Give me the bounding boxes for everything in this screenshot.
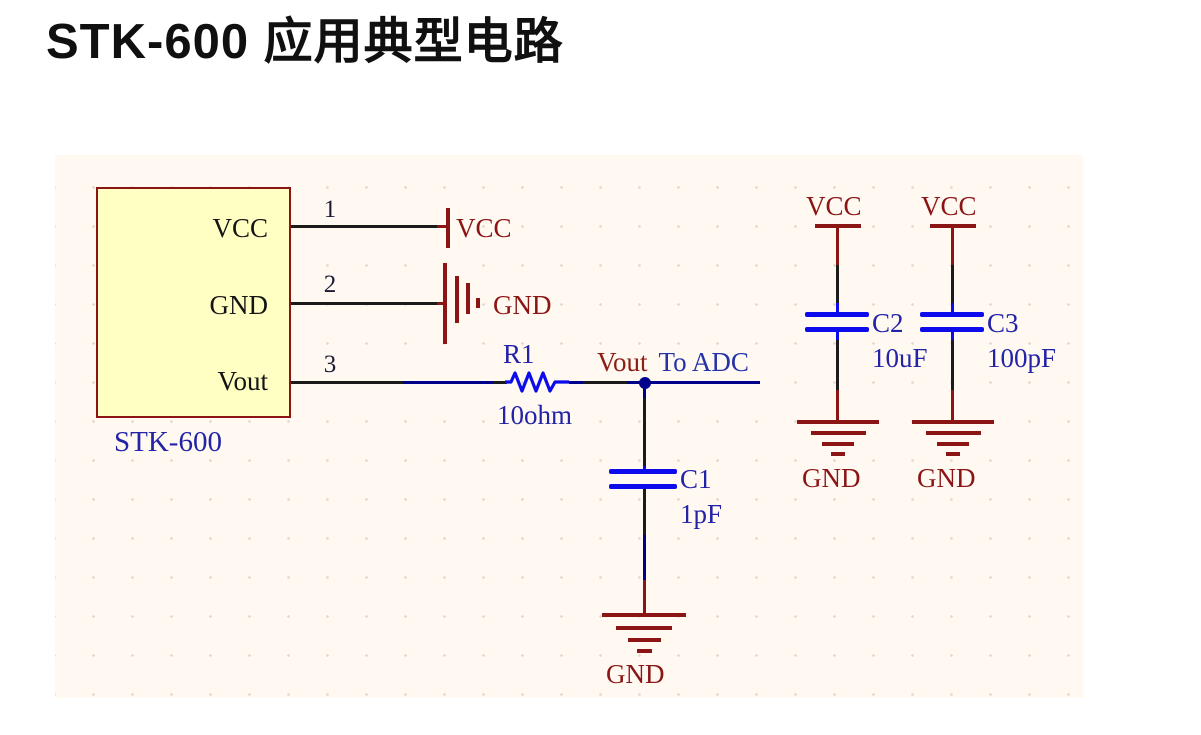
wire-segment (951, 303, 954, 313)
ic-designator: STK-600 (114, 426, 222, 458)
wire-segment (437, 302, 445, 305)
c1-value: 1pF (680, 499, 723, 529)
wire-segment (643, 489, 646, 535)
wire-segment (836, 390, 839, 421)
earth-ground-icon (637, 649, 652, 653)
c2-gnd-label: GND (802, 463, 861, 493)
wire-segment (643, 383, 646, 398)
capacitor-plate-icon (609, 469, 677, 474)
ground-symbol-bar (466, 283, 470, 314)
capacitor-plate-icon (805, 327, 869, 332)
earth-ground-icon (797, 420, 879, 424)
wire-segment (951, 265, 954, 303)
wire-segment (643, 466, 646, 470)
c1-gnd-label: GND (606, 659, 665, 689)
vcc-bar-icon (446, 208, 450, 248)
ic-pin-label-gnd: GND (209, 290, 269, 320)
net-label-vout-to-adc: Vout To ADC (597, 349, 749, 376)
net-label-vout: Vout (597, 347, 648, 377)
wire-segment (836, 228, 839, 265)
wire-segment (643, 535, 646, 580)
wire-segment (836, 265, 839, 303)
pin-number-2: 2 (323, 271, 337, 298)
c2-vcc-label: VCC (806, 191, 862, 221)
earth-ground-icon (831, 452, 845, 456)
capacitor-plate-icon (609, 484, 677, 489)
c1-designator: C1 (680, 464, 712, 494)
c3-designator: C3 (987, 308, 1019, 338)
page-title: STK-600 应用典型电路 (46, 15, 564, 69)
resistor-designator: R1 (503, 339, 535, 369)
earth-ground-icon (628, 638, 661, 642)
earth-ground-icon (822, 442, 854, 446)
earth-ground-icon (602, 613, 686, 617)
c3-gnd-label: GND (917, 463, 976, 493)
wire-segment (437, 225, 448, 228)
capacitor-plate-icon (920, 312, 984, 317)
c2-designator: C2 (872, 308, 904, 338)
earth-ground-icon (946, 452, 960, 456)
ground-symbol-bar (455, 276, 459, 323)
pin-number-1: 1 (323, 196, 337, 223)
ic-pin-label-vout: Vout (217, 366, 268, 396)
wire-segment (836, 340, 839, 390)
capacitor-plate-icon (805, 312, 869, 317)
earth-ground-icon (616, 626, 672, 630)
wire-segment (836, 303, 839, 313)
vcc-bar-icon (930, 224, 976, 228)
c3-vcc-label: VCC (921, 191, 977, 221)
wire-segment (951, 228, 954, 265)
wire-segment (643, 580, 646, 614)
wire-segment (291, 381, 403, 384)
wire-segment (403, 381, 493, 384)
c2-value: 10uF (872, 343, 928, 373)
wire-segment (291, 302, 437, 305)
resistor-value: 10ohm (497, 400, 573, 430)
capacitor-plate-icon (920, 327, 984, 332)
wire-segment (643, 398, 646, 466)
earth-ground-icon (937, 442, 969, 446)
wire-segment (951, 340, 954, 390)
wire-segment (569, 381, 583, 384)
net-label-vcc-pin1: VCC (456, 213, 512, 243)
net-label-to-adc: To ADC (658, 347, 749, 377)
ground-symbol-bar (476, 298, 480, 308)
ground-symbol-bar (443, 263, 447, 344)
pin-number-3: 3 (323, 351, 337, 378)
wire-segment (951, 390, 954, 421)
vcc-bar-icon (815, 224, 861, 228)
wire-segment (583, 381, 627, 384)
ic-stk600-body (96, 187, 291, 418)
ic-pin-label-vcc: VCC (212, 213, 268, 243)
earth-ground-icon (912, 420, 994, 424)
earth-ground-icon (926, 431, 981, 435)
wire-segment (291, 225, 437, 228)
earth-ground-icon (811, 431, 866, 435)
c3-value: 100pF (987, 343, 1057, 373)
wire-segment (836, 332, 839, 340)
net-label-gnd-pin2: GND (493, 290, 552, 320)
resistor-zigzag-icon (505, 371, 569, 393)
wire-segment (951, 332, 954, 340)
wire-segment (493, 381, 507, 384)
wire-segment (627, 381, 760, 384)
